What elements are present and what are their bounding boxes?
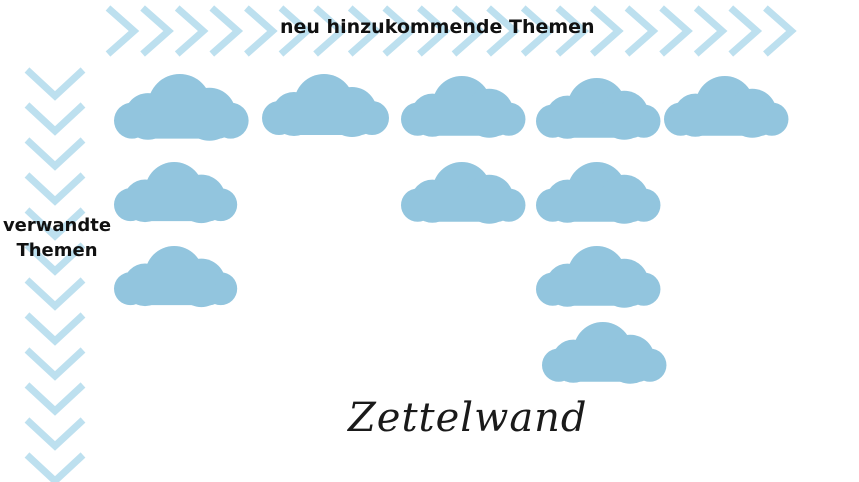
cloud-icon <box>542 322 667 384</box>
chevron-right-icon <box>592 8 618 54</box>
wall-title: Zettelwand <box>348 395 588 441</box>
chevron-down-icon <box>27 420 83 446</box>
chevron-down-icon <box>27 70 83 96</box>
chevron-right-icon <box>627 8 653 54</box>
related-topics-line1: verwandte <box>2 215 112 236</box>
chevron-down-icon <box>27 350 83 376</box>
cloud-icon <box>664 76 789 138</box>
cloud-notes <box>114 74 789 384</box>
cloud-icon <box>536 246 661 308</box>
related-topics-line2: Themen <box>16 240 98 261</box>
chevron-down-icon <box>27 280 83 306</box>
cloud-icon <box>536 162 661 224</box>
chevron-down-icon <box>27 315 83 341</box>
chevron-right-icon <box>108 8 134 54</box>
chevron-down-icon <box>27 175 83 201</box>
chevron-right-icon <box>662 8 688 54</box>
side-chevron-arrow <box>27 70 83 481</box>
cloud-icon <box>114 246 238 308</box>
related-topics-label: verwandte Themen <box>2 213 112 263</box>
cloud-icon <box>536 78 661 140</box>
chevron-right-icon <box>143 8 169 54</box>
new-topics-label: neu hinzukommende Themen <box>280 16 595 38</box>
chevron-right-icon <box>246 8 272 54</box>
cloud-icon <box>262 74 389 137</box>
chevron-down-icon <box>27 385 83 411</box>
chevron-right-icon <box>765 8 791 54</box>
cloud-icon <box>114 74 249 141</box>
chevron-right-icon <box>731 8 757 54</box>
cloud-icon <box>114 162 238 224</box>
chevron-down-icon <box>27 105 83 131</box>
cloud-icon <box>401 76 526 138</box>
chevron-down-icon <box>27 455 83 481</box>
chevron-right-icon <box>696 8 722 54</box>
cloud-icon <box>401 162 526 224</box>
chevron-right-icon <box>177 8 203 54</box>
chevron-right-icon <box>212 8 238 54</box>
chevron-down-icon <box>27 140 83 166</box>
